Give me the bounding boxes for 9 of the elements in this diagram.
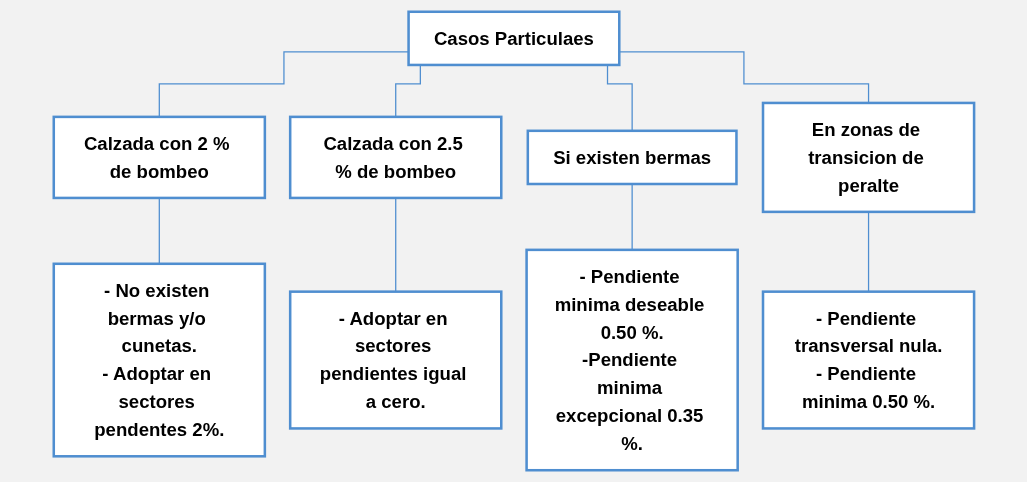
node-box: - Pendiente transversal nula. - Pendiente minima 0.50 %. [761,290,975,430]
node-box: En zonas de transicion de peralte [761,101,975,214]
node-box: Casos Particulaes [406,10,621,67]
node-box: - Adoptar en sectores pendientes igual a cero. [288,290,503,430]
node-box: - No existen bermas y/o cunetas. - Adoptar en sectores pendentes 2%. [52,262,266,458]
node-box: Si existen bermas [526,129,738,186]
node-box: Calzada con 2 % de bombeo [52,115,266,200]
node-box: Calzada con 2.5 % de bombeo [288,115,503,200]
node-box: - Pendiente minima deseable 0.50 %. -Pendiente minima excepcional 0.35 %. [524,248,739,472]
